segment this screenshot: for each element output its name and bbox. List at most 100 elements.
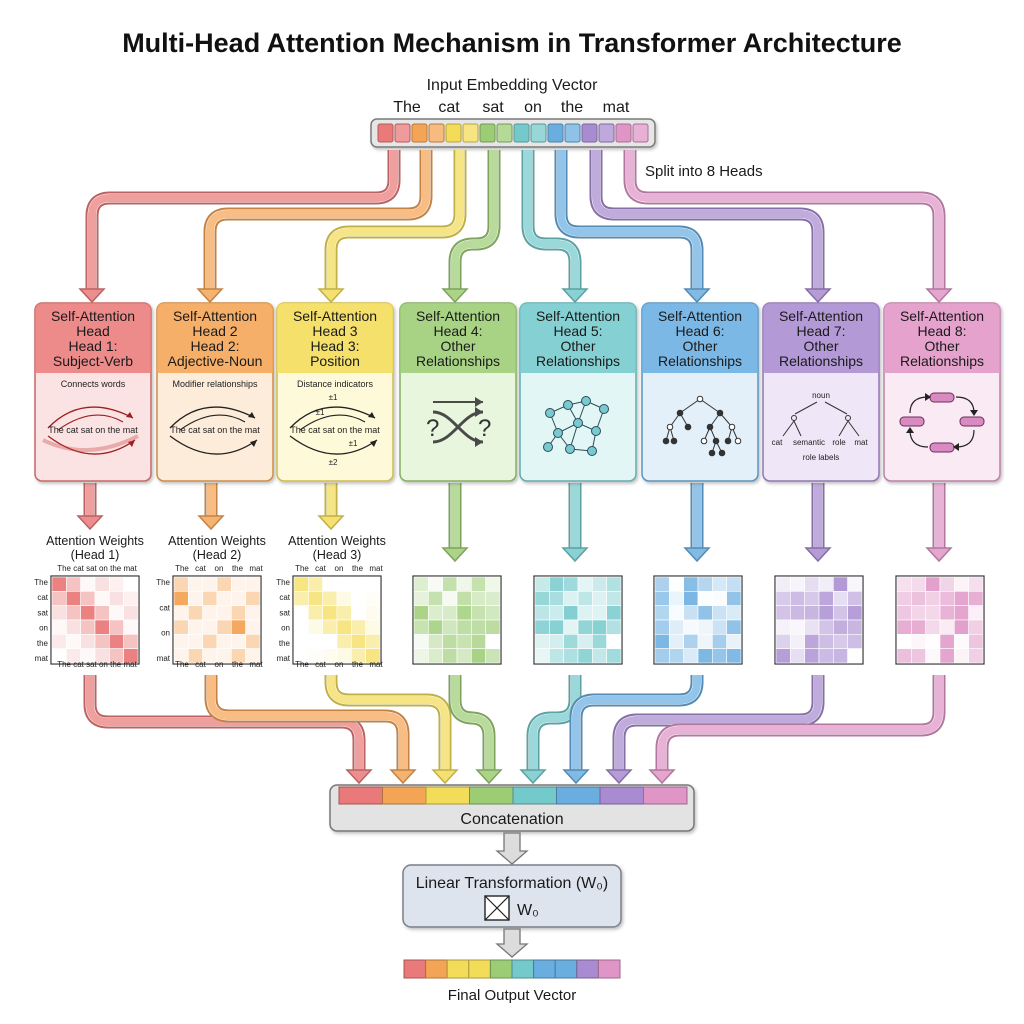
weight-cell (968, 619, 984, 635)
weight-cell (456, 591, 472, 606)
weight-cell (911, 576, 926, 592)
arrow-head (562, 769, 590, 785)
weight-cell (833, 619, 848, 635)
weight-cell (697, 591, 713, 606)
weights-title: Attention Weights (168, 534, 266, 548)
weight-cell (833, 576, 848, 592)
flow-pipe (451, 675, 493, 770)
token: The (393, 99, 421, 116)
down-arrow (495, 832, 529, 865)
head-title-line: Head 3: (310, 338, 359, 354)
weight-cell (790, 576, 805, 592)
split-label: Split into 8 Heads (645, 163, 763, 180)
svg-text:?: ? (478, 415, 491, 442)
concat-segment (599, 786, 644, 805)
head-sentence: The cat sat on the mat (48, 425, 138, 435)
embedding-cell (632, 123, 649, 143)
weight-cell (293, 634, 309, 649)
attention-weight-matrix (895, 575, 985, 665)
weight-cell (428, 576, 443, 592)
weight-cell (911, 619, 926, 635)
arrow-head (317, 515, 345, 531)
weight-cell (697, 648, 713, 664)
weight-cell (94, 591, 110, 606)
weight-cell (216, 591, 232, 606)
weight-cell (669, 634, 684, 649)
weight-cell (428, 605, 443, 621)
weight-cell (485, 576, 501, 592)
flow-pipe (207, 675, 407, 770)
weight-cell (428, 648, 443, 664)
arrow-head (519, 769, 547, 785)
down-arrow (495, 928, 529, 958)
flow-pipe (626, 150, 943, 290)
weight-cell (954, 619, 969, 635)
output-cell (511, 959, 535, 979)
weight-cell (442, 634, 458, 649)
weight-cell (485, 648, 501, 664)
concat-segment (338, 786, 383, 805)
weight-cell (592, 591, 607, 606)
weight-cell (109, 605, 124, 621)
weight-cell (896, 648, 912, 664)
weight-cell (697, 634, 713, 649)
flow-pipe (615, 675, 822, 770)
head-title-line: Self-Attention (51, 308, 135, 324)
head-card-header (642, 303, 758, 373)
attention-weights: Attention Weights(Head 1)The cat sat on … (34, 534, 985, 669)
row-label: cat (159, 603, 170, 612)
weight-cell (231, 619, 246, 635)
weight-cell (109, 619, 124, 635)
arc-arrows-icon (169, 406, 258, 455)
output-cell (554, 959, 578, 979)
flow-pipe-outline (204, 675, 410, 770)
weight-cell (80, 605, 96, 621)
weight-cell (790, 591, 805, 606)
weight-cell (712, 605, 727, 621)
weight-cell (939, 648, 955, 664)
head-title-line: Relationships (900, 353, 984, 369)
head-title-line: Head 7: (796, 323, 845, 339)
weight-cell (245, 605, 261, 621)
weight-cell (939, 591, 955, 606)
weight-cell (654, 648, 670, 664)
weight-cell (322, 619, 338, 635)
embedding-cell (598, 123, 615, 143)
head-caption: Distance indicators (297, 379, 374, 389)
weight-cell (818, 648, 834, 664)
weight-cell (549, 619, 564, 635)
weight-cell (790, 648, 805, 664)
weight-cell (173, 634, 189, 649)
weight-cell (245, 634, 261, 649)
weight-cell (442, 648, 458, 664)
attention-weight-matrix: Attention Weights(Head 1)The cat sat on … (34, 534, 144, 669)
weight-cell (592, 634, 607, 649)
column-label: the (232, 564, 244, 573)
weight-cell (202, 634, 218, 649)
weight-cell (896, 634, 912, 649)
row-label: the (37, 639, 49, 648)
column-label: The (175, 660, 189, 669)
weight-cell (712, 634, 727, 649)
head-title-line: Self-Attention (293, 308, 377, 324)
weight-cell (485, 591, 501, 606)
weight-cell (173, 576, 189, 592)
weight-cell (683, 619, 699, 635)
weight-cell (592, 576, 607, 592)
head-title-line: Relationships (416, 353, 500, 369)
weight-cell (293, 605, 309, 621)
tree-leaf-label: role (832, 438, 846, 447)
weight-cell (109, 591, 124, 606)
weight-cell (442, 605, 458, 621)
weight-cell (606, 591, 622, 606)
head-title-line: Head 8: (917, 323, 966, 339)
output-cell (403, 959, 427, 979)
weight-cell (726, 576, 742, 592)
column-label: cat (195, 564, 206, 573)
weight-cell (336, 591, 352, 606)
token: sat (482, 99, 504, 116)
head-title-line: Head 1: (68, 338, 117, 354)
